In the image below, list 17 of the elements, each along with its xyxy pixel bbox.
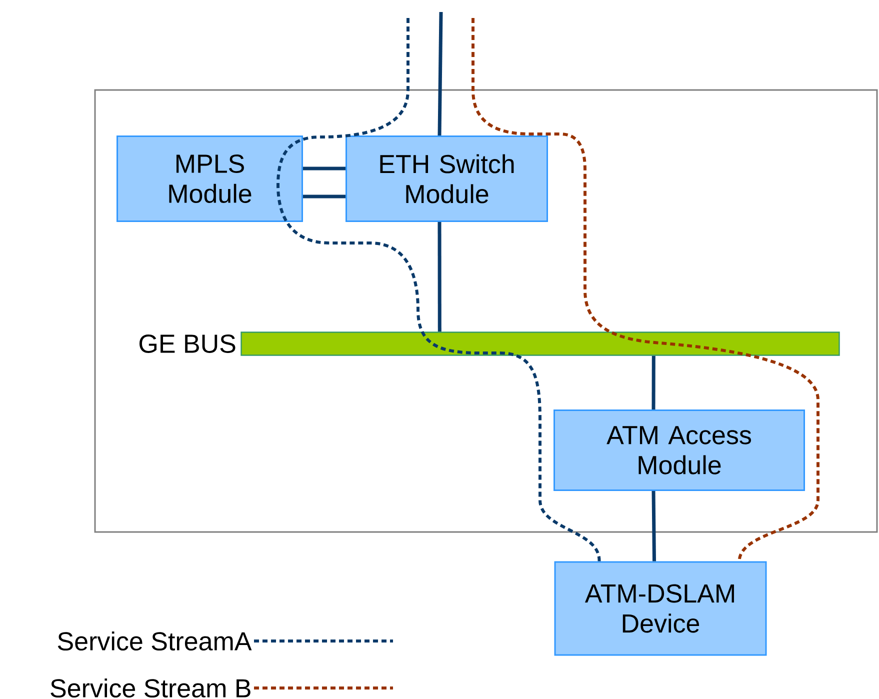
module-box: MPLS Module bbox=[116, 136, 303, 222]
device-box: ATM-DSLAM Device bbox=[554, 561, 767, 656]
node-label: GE BUS bbox=[140, 334, 236, 353]
service-stream-line bbox=[276, 18, 601, 562]
connection-line bbox=[303, 194, 346, 198]
module-box: ETH Switch Module bbox=[346, 136, 548, 222]
legend-label: Service StreamA bbox=[58, 631, 252, 651]
connection-line bbox=[303, 166, 346, 170]
legend-label: Service Stream B bbox=[50, 678, 250, 698]
chassis-box bbox=[94, 89, 878, 533]
service-stream-line bbox=[472, 18, 820, 562]
connection-line bbox=[652, 356, 656, 410]
module-box: ATM Access Module bbox=[554, 410, 805, 491]
bus-bar: GE BUS bbox=[140, 332, 840, 356]
connection-line bbox=[652, 490, 656, 562]
connection-line bbox=[438, 12, 443, 136]
connection-line bbox=[438, 222, 442, 332]
